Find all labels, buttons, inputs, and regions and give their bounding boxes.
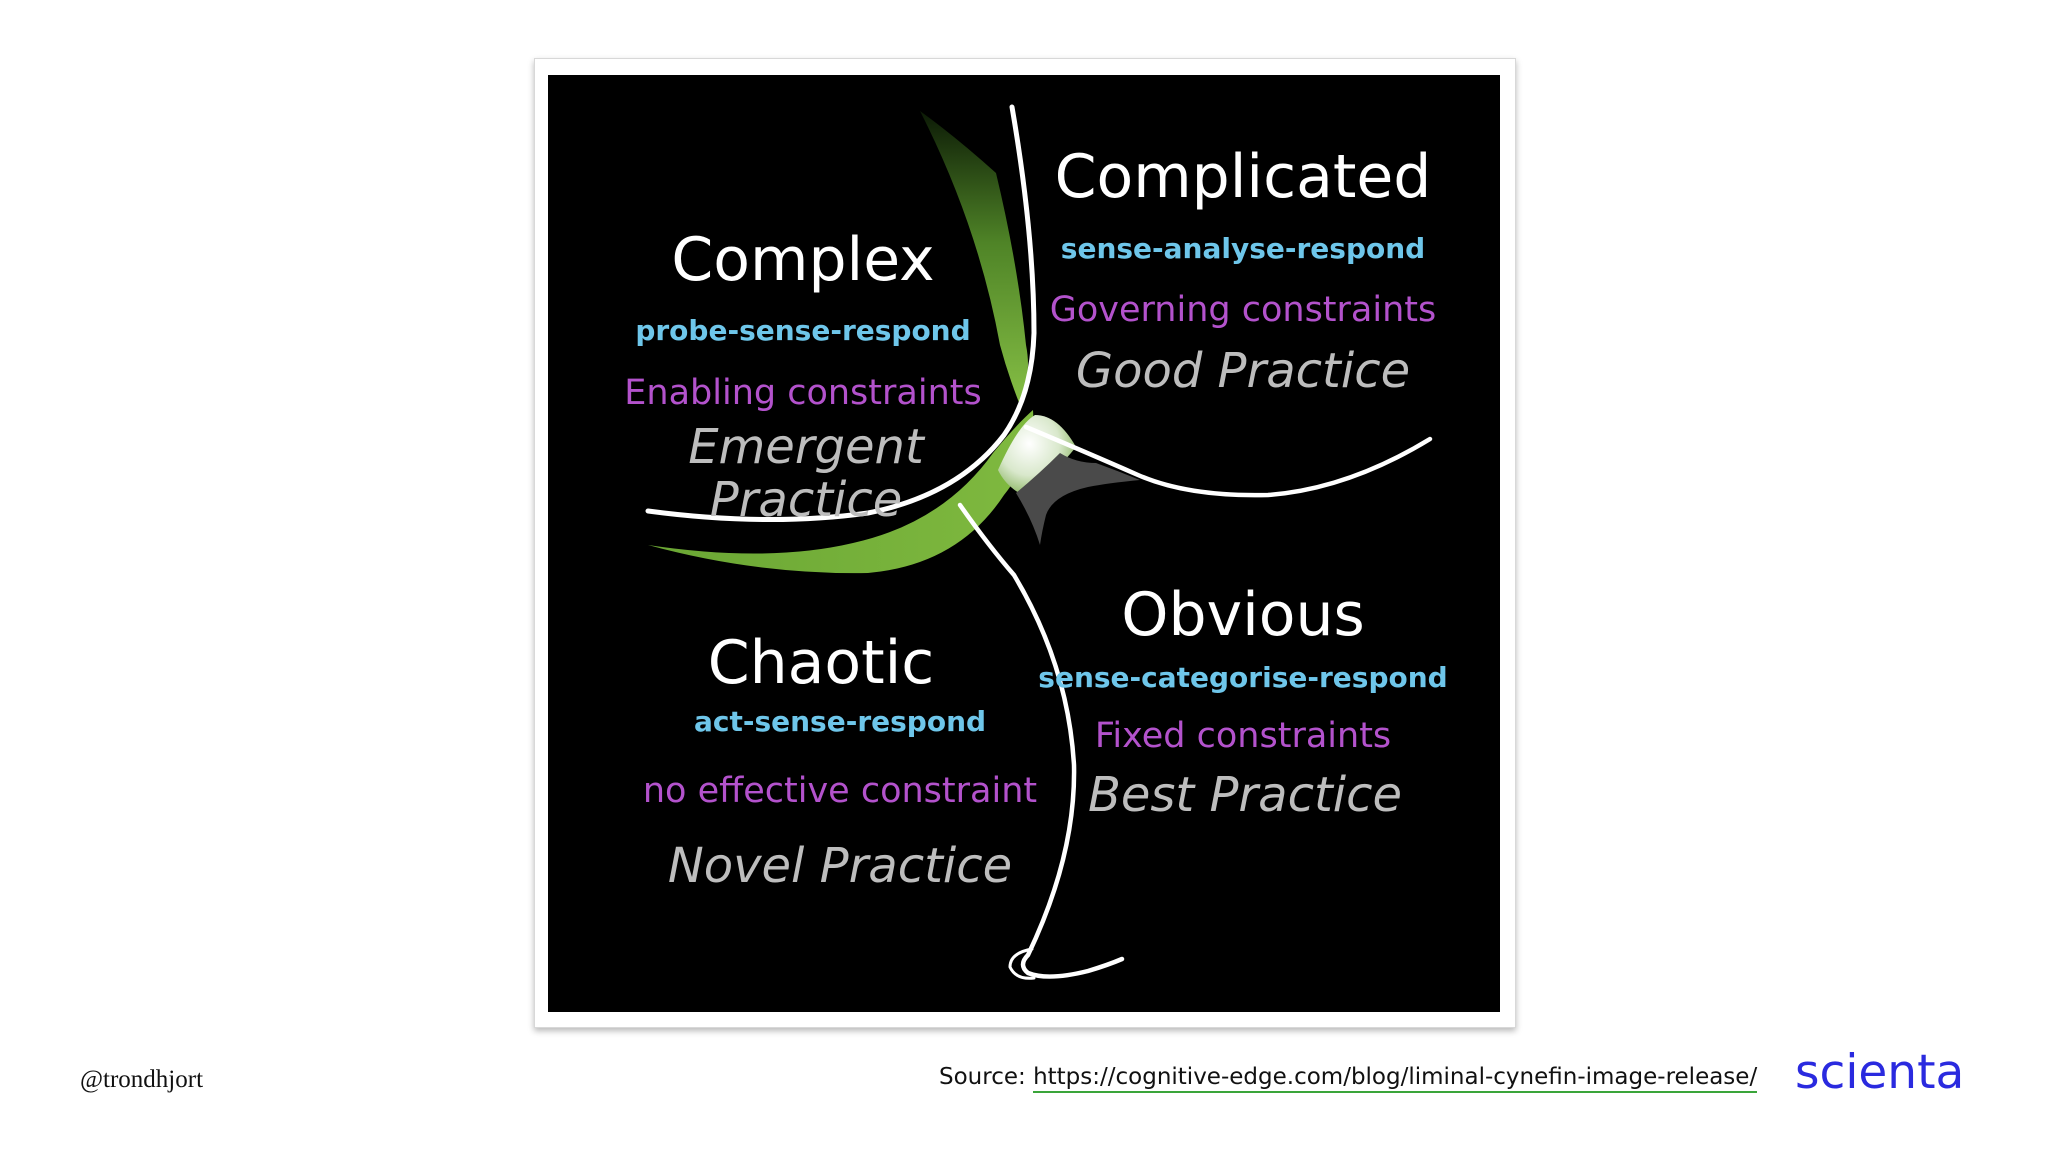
central-hub — [1016, 453, 1140, 545]
chaotic-constraints: no effective constraint — [643, 771, 1037, 811]
liminal-center-glow — [998, 415, 1076, 497]
source-link[interactable]: https://cognitive-edge.com/blog/liminal-… — [1033, 1064, 1758, 1093]
boundary-top-left — [645, 104, 1037, 523]
complicated-practice: Good Practice — [1076, 343, 1410, 399]
chaotic-approach: act-sense-respond — [694, 705, 986, 738]
complicated-approach: sense-analyse-respond — [1061, 232, 1425, 265]
complicated-title: Complicated — [1055, 142, 1432, 212]
liminal-band-bottom — [648, 410, 1034, 574]
domain-boundaries — [645, 104, 1433, 980]
boundary-bottom — [957, 502, 1125, 979]
author-handle: @trondhjort — [80, 1066, 204, 1093]
source-label: Source: — [939, 1064, 1026, 1090]
obvious-practice: Best Practice — [1088, 767, 1402, 823]
source-citation: Source: https://cognitive-edge.com/blog/… — [939, 1064, 1758, 1093]
chaotic-title: Chaotic — [708, 628, 935, 698]
liminal-band-top — [920, 111, 1028, 405]
cynefin-diagram: Complicated sense-analyse-respond Govern… — [548, 75, 1500, 1012]
boundary-right — [1023, 424, 1433, 498]
boundary-bottom-hook — [1008, 947, 1036, 980]
obvious-approach: sense-categorise-respond — [1038, 661, 1447, 694]
chaotic-practice: Novel Practice — [668, 838, 1012, 894]
obvious-constraints: Fixed constraints — [1095, 716, 1391, 756]
complicated-constraints: Governing constraints — [1050, 290, 1437, 330]
scienta-logo: scienta — [1795, 1045, 1965, 1100]
complex-approach: probe-sense-respond — [635, 314, 970, 347]
complex-practice-line2: Practice — [710, 472, 903, 528]
complex-title: Complex — [671, 225, 934, 295]
complex-practice-line1: Emergent — [688, 419, 926, 475]
cynefin-svg: Complicated sense-analyse-respond Govern… — [624, 104, 1448, 980]
complex-constraints: Enabling constraints — [624, 373, 981, 413]
obvious-title: Obvious — [1121, 580, 1365, 650]
